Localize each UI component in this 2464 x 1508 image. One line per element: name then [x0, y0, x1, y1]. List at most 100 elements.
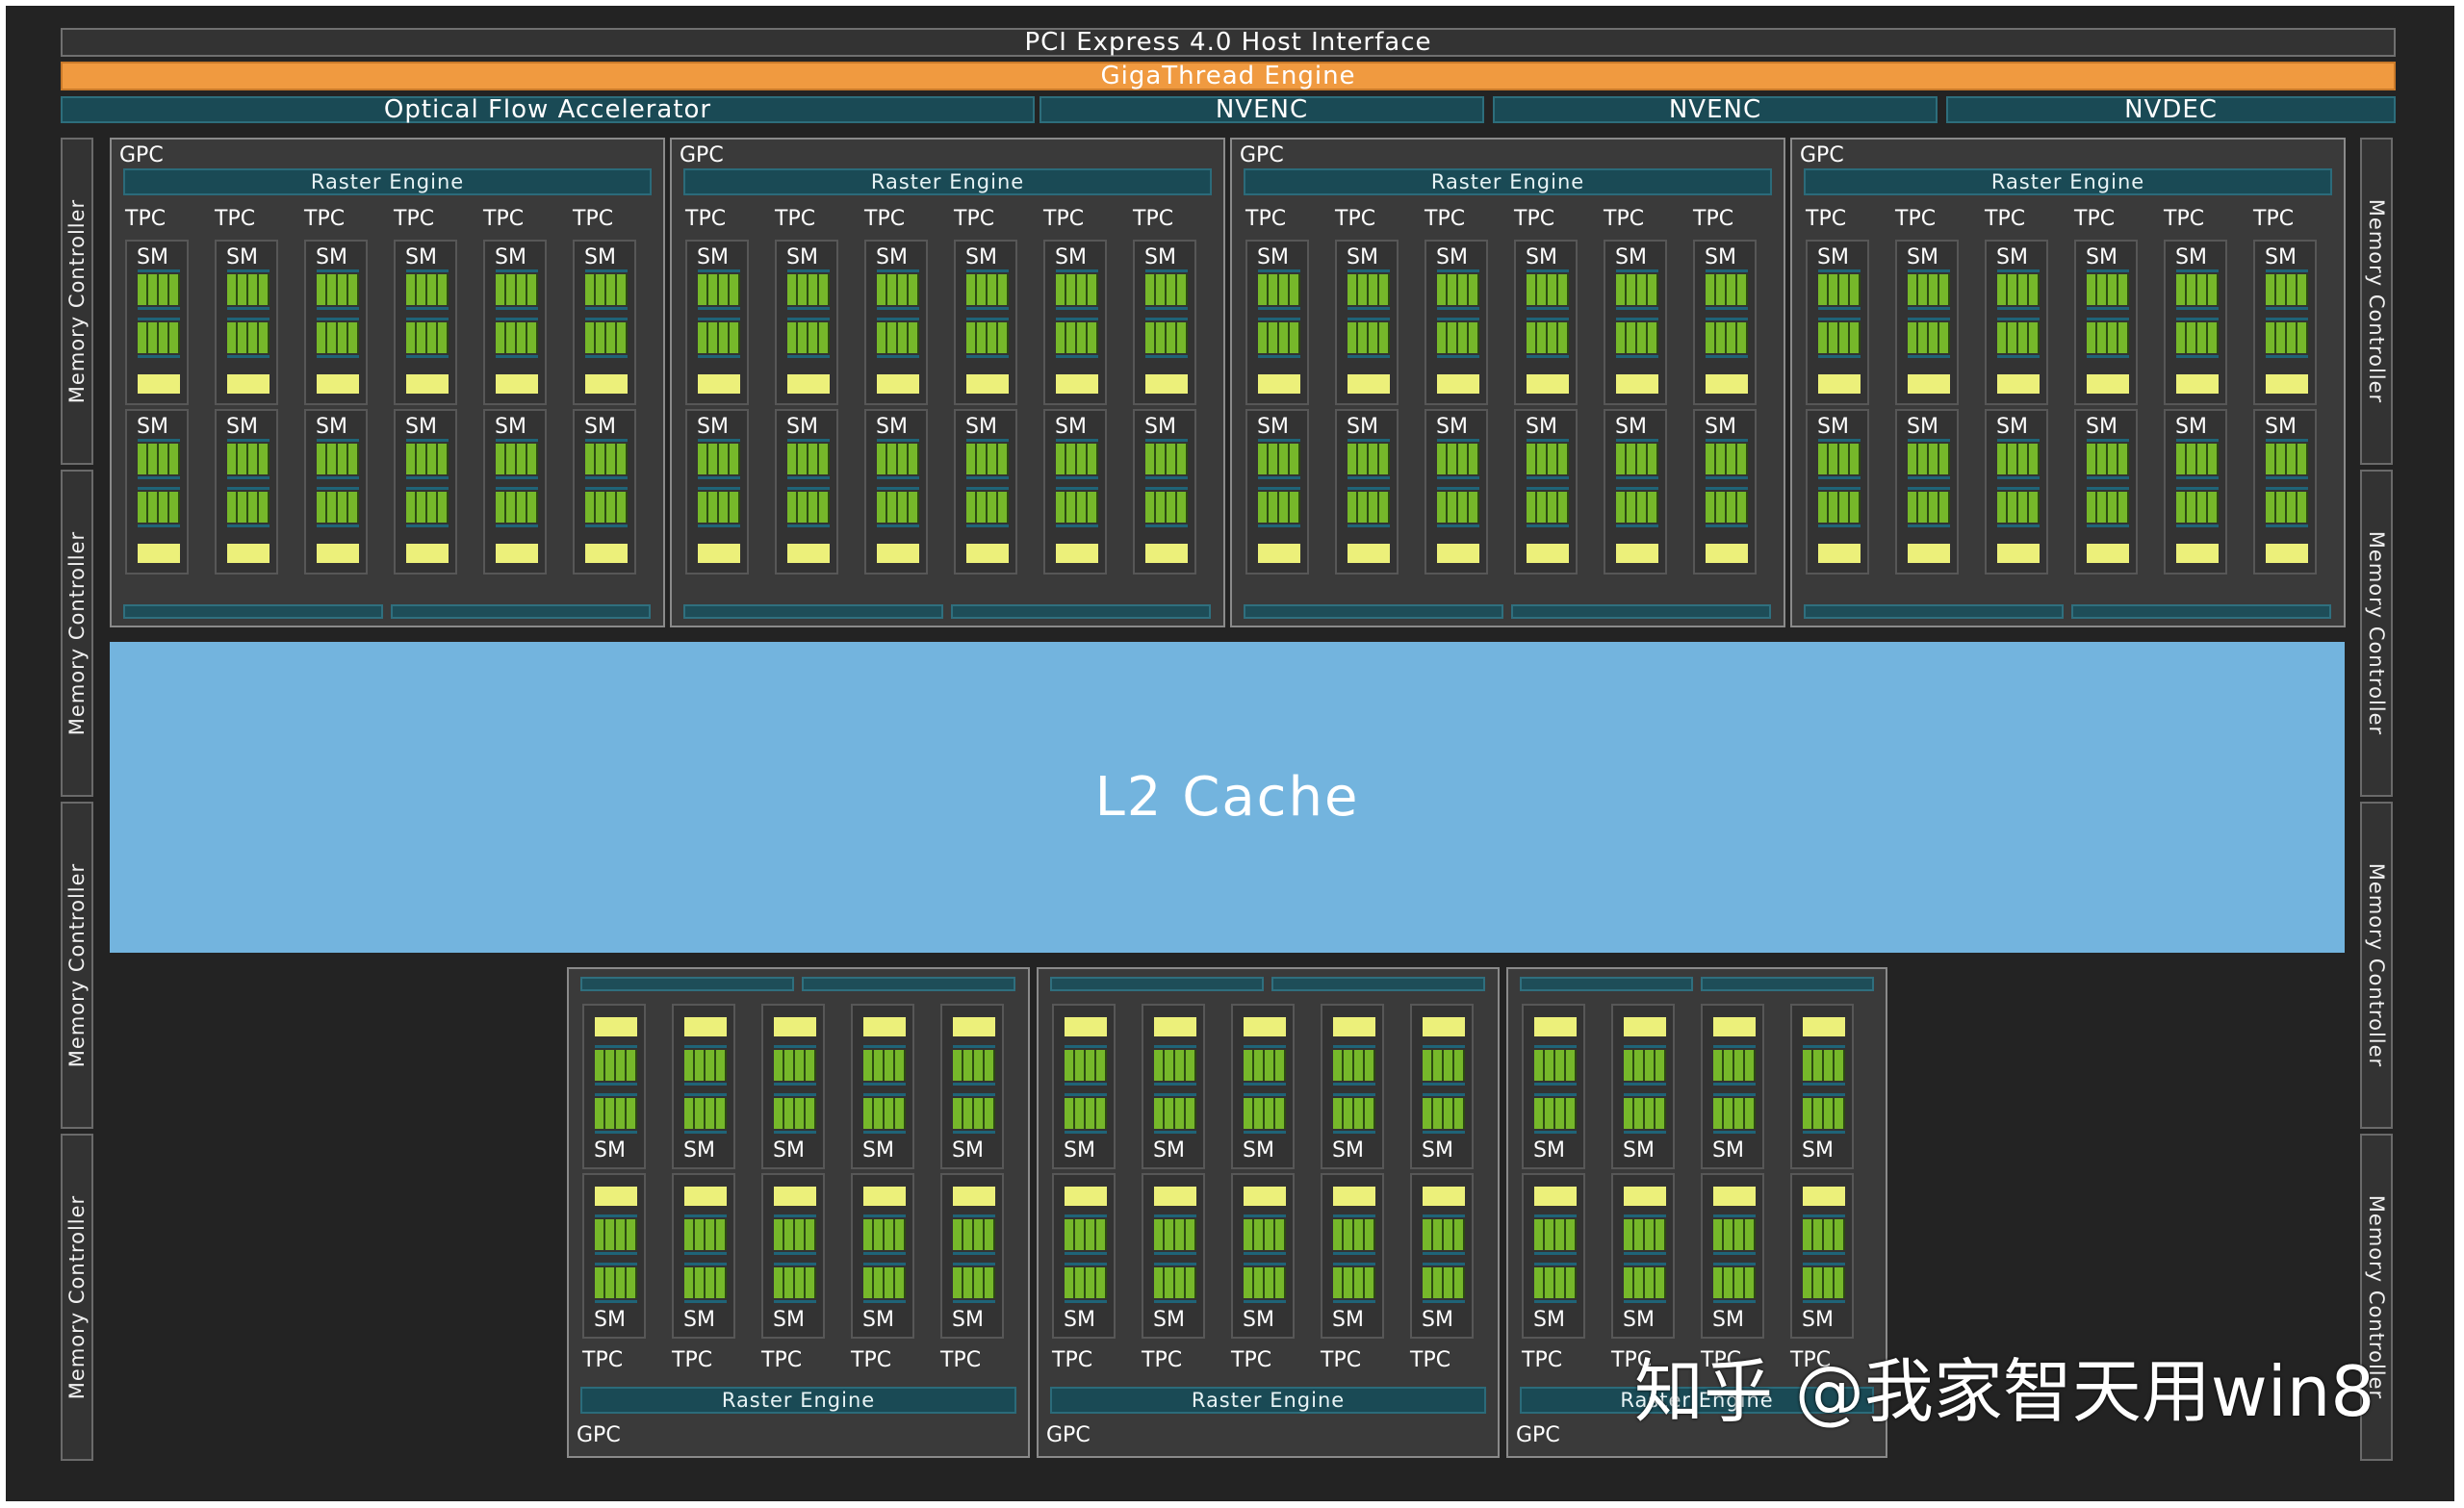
- cuda-core-block: [2087, 318, 2129, 358]
- cuda-core-block: [1056, 439, 1098, 479]
- sm-unit: SM: [1611, 1004, 1675, 1169]
- texture-unit-block: [2266, 374, 2308, 394]
- texture-unit-block: [877, 544, 919, 563]
- cuda-core-block: [1065, 1045, 1107, 1086]
- texture-unit-block: [1244, 1017, 1286, 1036]
- cuda-core-block: [684, 1214, 727, 1255]
- sm-unit: SM: [1895, 409, 1959, 575]
- sm-unit: SM: [2253, 409, 2317, 575]
- sm-label: SM: [405, 415, 437, 439]
- sm-label: SM: [1705, 415, 1736, 439]
- sm-label: SM: [952, 1308, 984, 1332]
- sm-label: SM: [405, 245, 437, 269]
- sm-unit: SM: [483, 240, 547, 405]
- cuda-core-block: [953, 1093, 995, 1134]
- sm-label: SM: [1526, 415, 1557, 439]
- sm-unit: SM: [864, 409, 928, 575]
- cuda-core-block: [138, 439, 180, 479]
- cuda-core-block: [2266, 318, 2308, 358]
- cuda-core-block: [138, 487, 180, 527]
- cuda-core-block: [496, 487, 538, 527]
- sm-unit: SM: [1701, 1173, 1764, 1339]
- sm-label: SM: [1064, 1308, 1095, 1332]
- cuda-core-block: [1056, 318, 1098, 358]
- sm-label: SM: [594, 1308, 626, 1332]
- cuda-core-block: [877, 439, 919, 479]
- tpc-label: TPC: [1514, 207, 1555, 231]
- sm-label: SM: [1712, 1138, 1744, 1163]
- sm-label: SM: [1623, 1308, 1655, 1332]
- sm-label: SM: [876, 245, 908, 269]
- cuda-core-block: [2266, 439, 2308, 479]
- sm-label: SM: [1257, 245, 1289, 269]
- sm-unit: SM: [1806, 240, 1869, 405]
- cuda-core-block: [1997, 318, 2040, 358]
- gpc-label: GPC: [1800, 143, 1844, 167]
- cuda-core-block: [1908, 487, 1950, 527]
- cuda-core-block: [1706, 318, 1748, 358]
- tpc-label: TPC: [2253, 207, 2295, 231]
- l2-cache: L2 Cache: [110, 642, 2345, 953]
- sm-label: SM: [1712, 1308, 1744, 1332]
- sm-unit: SM: [125, 240, 189, 405]
- cuda-core-block: [1908, 318, 1950, 358]
- memory-controller-label: Memory Controller: [2365, 198, 2388, 404]
- cuda-core-block: [317, 487, 359, 527]
- cuda-core-block: [1624, 1263, 1666, 1303]
- cuda-core-block: [774, 1045, 816, 1086]
- sm-label: SM: [683, 1308, 715, 1332]
- polymorph-engine-bar: [2071, 604, 2331, 619]
- texture-unit-block: [1258, 374, 1300, 394]
- sm-unit: SM: [851, 1004, 914, 1169]
- cuda-core-block: [1333, 1263, 1375, 1303]
- sm-unit: SM: [940, 1173, 1004, 1339]
- gpc-label: GPC: [1046, 1423, 1091, 1447]
- sm-unit: SM: [761, 1004, 825, 1169]
- sm-label: SM: [952, 1138, 984, 1163]
- cuda-core-block: [138, 269, 180, 310]
- sm-unit: SM: [2164, 240, 2227, 405]
- sm-unit: SM: [1245, 240, 1309, 405]
- cuda-core-block: [1437, 269, 1479, 310]
- sm-unit: SM: [1514, 240, 1578, 405]
- sm-unit: SM: [394, 409, 457, 575]
- texture-unit-block: [1713, 1017, 1756, 1036]
- cuda-core-block: [1818, 318, 1861, 358]
- tpc-label: TPC: [215, 207, 256, 231]
- cuda-core-block: [1333, 1093, 1375, 1134]
- texture-unit-block: [863, 1187, 906, 1206]
- sm-unit: SM: [685, 409, 749, 575]
- cuda-core-block: [787, 318, 830, 358]
- cuda-core-block: [317, 269, 359, 310]
- texture-unit-block: [787, 374, 830, 394]
- sm-unit: SM: [1693, 240, 1757, 405]
- gpc-label: GPC: [119, 143, 164, 167]
- raster-engine: Raster Engine: [683, 168, 1212, 195]
- cuda-core-block: [1624, 1214, 1666, 1255]
- texture-unit-block: [1145, 544, 1188, 563]
- sm-label: SM: [495, 245, 526, 269]
- sm-unit: SM: [954, 240, 1017, 405]
- texture-unit-block: [1713, 1187, 1756, 1206]
- tpc-label: TPC: [864, 207, 906, 231]
- sm-unit: SM: [573, 409, 636, 575]
- sm-label: SM: [1243, 1308, 1274, 1332]
- tpc-label: TPC: [761, 1348, 803, 1372]
- cuda-core-block: [1908, 269, 1950, 310]
- sm-label: SM: [1347, 415, 1378, 439]
- sm-unit: SM: [1133, 409, 1196, 575]
- cuda-core-block: [1616, 269, 1658, 310]
- tpc-label: TPC: [1985, 207, 2026, 231]
- sm-label: SM: [2175, 245, 2207, 269]
- cuda-core-block: [953, 1045, 995, 1086]
- tpc-label: TPC: [304, 207, 346, 231]
- sm-label: SM: [137, 415, 168, 439]
- tpc-label: TPC: [1133, 207, 1174, 231]
- memory-controller-label: Memory Controller: [2365, 530, 2388, 736]
- cuda-core-block: [953, 1214, 995, 1255]
- nvenc-label-2: NVENC: [1668, 95, 1762, 124]
- cuda-core-block: [1616, 318, 1658, 358]
- texture-unit-block: [138, 544, 180, 563]
- polymorph-engine-bar: [1804, 604, 2064, 619]
